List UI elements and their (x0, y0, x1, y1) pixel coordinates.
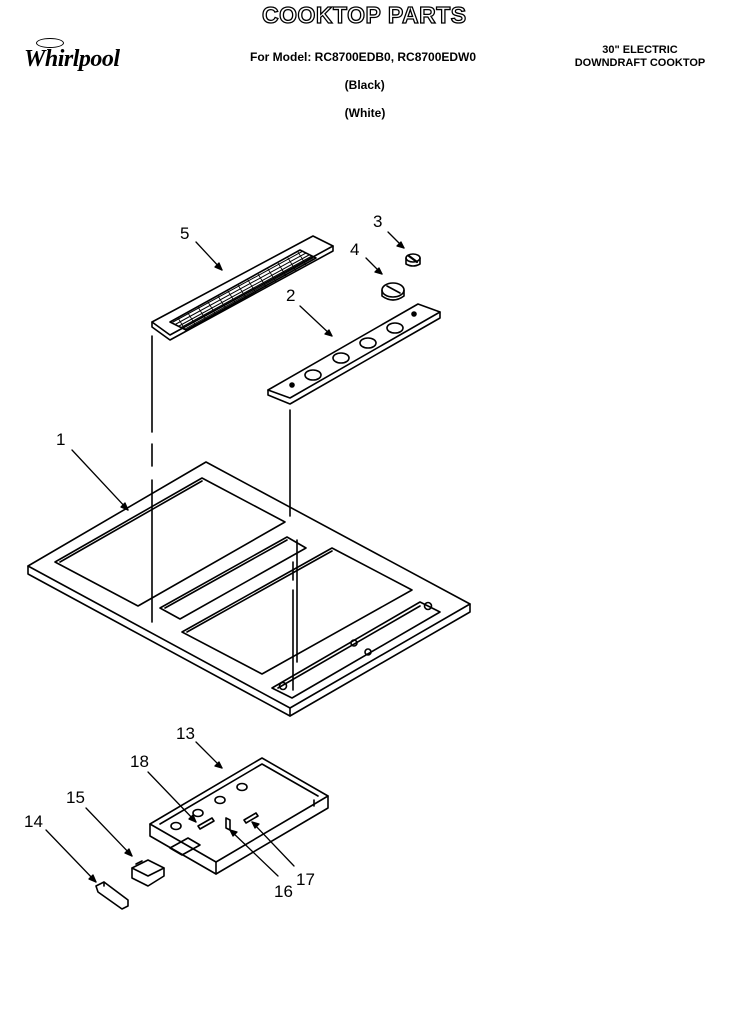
control-box-part (149, 757, 329, 875)
vent-grille-part (151, 235, 334, 341)
mounting-bracket-part (95, 881, 129, 910)
product-description: 30" ELECTRIC DOWNDRAFT COOKTOP (560, 44, 720, 70)
callout-2: 2 (286, 286, 296, 305)
variant-black: (Black) (344, 78, 385, 92)
callout-1: 1 (56, 430, 66, 449)
description-line-2: DOWNDRAFT COOKTOP (574, 57, 706, 69)
page-title: COOKTOP PARTS (261, 1, 467, 28)
screw-parts (197, 812, 259, 831)
assembly-guide-lines (151, 335, 298, 691)
whirlpool-logo: Whirlpool (24, 36, 152, 80)
callout-3: 3 (373, 212, 383, 231)
indicator-knob-part (405, 253, 421, 267)
callout-15: 15 (66, 788, 85, 807)
model-numbers: For Model: RC8700EDB0, RC8700EDW0 (250, 50, 477, 64)
callout-5: 5 (180, 224, 190, 243)
callout-18: 18 (130, 752, 149, 771)
terminal-block-part (131, 859, 165, 887)
callout-14: 14 (24, 812, 43, 831)
control-knob-part (381, 282, 405, 301)
logo-wordmark: Whirlpool (24, 46, 120, 72)
description-line-1: 30" ELECTRIC (602, 44, 678, 56)
variant-white: (White) (344, 106, 386, 120)
callout-13: 13 (176, 724, 195, 743)
logo-emblem-icon (36, 38, 64, 48)
color-variants: (Black) (White) (338, 64, 386, 120)
leader-arrows (45, 231, 405, 883)
callout-17: 17 (296, 870, 315, 889)
cooktop-frame-part (27, 461, 471, 717)
callout-4: 4 (350, 240, 360, 259)
callout-16: 16 (274, 882, 293, 901)
control-panel-part (267, 303, 441, 405)
